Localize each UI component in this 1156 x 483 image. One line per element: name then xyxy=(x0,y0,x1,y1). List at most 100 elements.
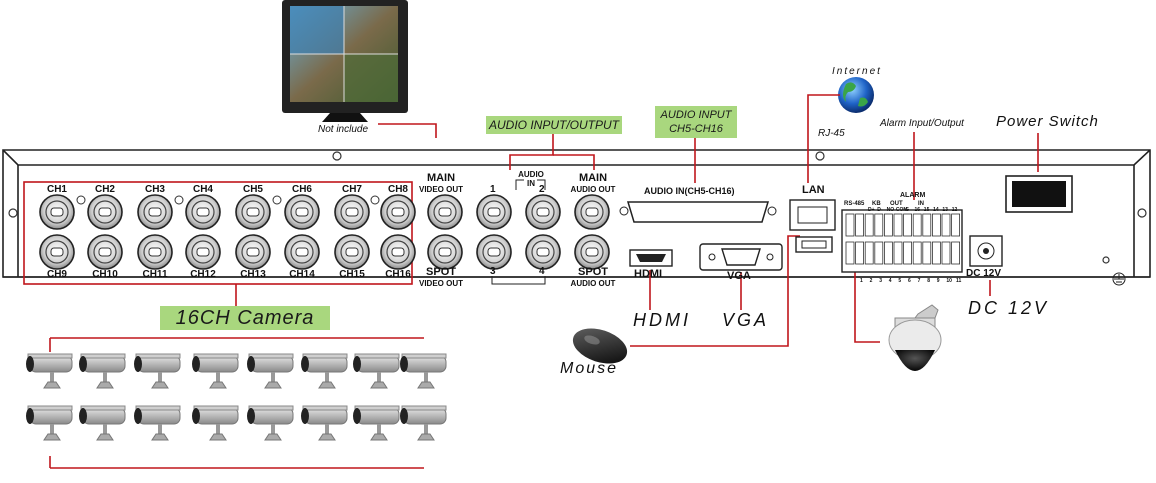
bullet-camera-3 xyxy=(134,353,181,389)
bullet-camera-7 xyxy=(353,353,400,389)
alarm-terminal xyxy=(922,213,932,237)
bullet-camera-2 xyxy=(79,353,126,389)
alarm-terminal xyxy=(932,241,941,265)
bnc-audio-in-4 xyxy=(525,234,561,270)
bullet-camera-15 xyxy=(353,405,400,441)
channel-label-ch14: CH14 xyxy=(289,269,315,280)
lan-port xyxy=(789,199,836,231)
bnc-ch16 xyxy=(380,234,416,270)
bnc-ch11 xyxy=(137,234,173,270)
bnc-ch5 xyxy=(235,194,271,230)
alarm-terminal xyxy=(951,213,960,237)
alarm-terminal xyxy=(874,213,884,237)
alarm-out-label: OUT xyxy=(890,201,903,207)
audio-in-line2: IN xyxy=(527,179,535,188)
channel-label-ch11: CH11 xyxy=(142,269,168,280)
bullet-camera-10 xyxy=(79,405,126,441)
channel-label-ch13: CH13 xyxy=(240,269,266,280)
bullet-camera-5 xyxy=(247,353,294,389)
audio-in-label: AUDIO IN xyxy=(516,170,546,188)
bullet-camera-6 xyxy=(301,353,348,389)
audio-brackets xyxy=(491,179,546,285)
mouse-icon xyxy=(572,328,628,364)
bullet-camera-12 xyxy=(192,405,239,441)
bnc-ch8 xyxy=(380,194,416,230)
dc-power-jack xyxy=(969,235,1003,267)
alarm-pin-label: D- xyxy=(877,207,883,213)
internet-globe-icon xyxy=(838,77,874,113)
bnc-ch13 xyxy=(235,234,271,270)
alarm-bottom-number: 1 xyxy=(860,278,863,284)
alarm-terminal xyxy=(864,241,874,265)
audio-num-4: 4 xyxy=(539,266,545,277)
alarm-terminal xyxy=(903,241,912,265)
bnc-ch12 xyxy=(185,234,221,270)
connection-lines xyxy=(23,94,1039,469)
channel-label-ch12: CH12 xyxy=(190,269,216,280)
hdmi-port xyxy=(629,249,673,267)
bnc-ch10 xyxy=(87,234,123,270)
alarm-label: ALARM xyxy=(900,192,926,199)
mouse-label: Mouse xyxy=(560,360,619,377)
ptz-dome-camera-icon xyxy=(888,304,942,371)
power-switch xyxy=(1005,175,1073,213)
alarm-terminal xyxy=(932,213,941,237)
channel-label-ch5: CH5 xyxy=(242,184,263,195)
not-include-label: Not include xyxy=(318,124,369,135)
bnc-spot-audio-out xyxy=(574,234,610,270)
spot-video-line2: VIDEO OUT xyxy=(418,279,463,288)
bnc-ch2 xyxy=(87,194,123,230)
monitor-icon xyxy=(282,0,408,122)
alarm-terminal-block xyxy=(841,209,963,273)
alarm-pin-label: D+ xyxy=(868,207,875,213)
bnc-ch9 xyxy=(39,234,75,270)
alarm-terminal xyxy=(951,241,960,265)
ground-icon xyxy=(1112,272,1126,286)
bnc-ch3 xyxy=(137,194,173,230)
bullet-camera-11 xyxy=(134,405,181,441)
vga-port xyxy=(699,243,783,271)
main-video-line1: MAIN xyxy=(426,172,456,184)
alarm-terminal xyxy=(941,241,951,265)
camera-grid xyxy=(26,353,447,441)
alarm-pin-label: 13 xyxy=(942,207,948,213)
main-audio-line1: MAIN xyxy=(578,172,608,184)
vga-big-label: VGA xyxy=(722,310,770,330)
alarm-terminal xyxy=(845,241,855,265)
alarm-terminal xyxy=(912,213,922,237)
alarm-pin-label: COM xyxy=(895,207,908,213)
spot-audio-line1: SPOT xyxy=(578,266,608,278)
bnc-main-video-out xyxy=(427,194,463,230)
alarm-terminal xyxy=(903,213,912,237)
audio-in-ch-label: AUDIO IN(CH5-CH16) xyxy=(644,186,735,196)
bnc-main-audio-out xyxy=(574,194,610,230)
alarm-terminal xyxy=(855,241,864,265)
power-switch-label: Power Switch xyxy=(996,113,1099,130)
audio-db-connector xyxy=(619,201,777,223)
spot-video-line1: SPOT xyxy=(426,266,456,278)
alarm-bottom-number: 9 xyxy=(936,278,940,284)
bullet-camera-16 xyxy=(400,405,447,441)
alarm-pin-label: NO xyxy=(886,207,895,213)
bnc-ch1 xyxy=(39,194,75,230)
bnc-ch7 xyxy=(334,194,370,230)
alarm-bottom-number: 3 xyxy=(879,278,882,284)
alarm-terminal xyxy=(912,241,922,265)
channel-label-ch6: CH6 xyxy=(291,184,312,195)
channel-label-ch9: CH9 xyxy=(46,269,67,280)
channel-label-ch8: CH8 xyxy=(387,184,408,195)
alarm-io-label: Alarm Input/Output xyxy=(880,118,964,129)
audio-ch-line1: AUDIO INPUT xyxy=(660,109,732,121)
audio-num-3: 3 xyxy=(490,266,496,277)
alarm-terminal xyxy=(845,213,855,237)
lan-label: LAN xyxy=(802,184,825,196)
bnc-ch15 xyxy=(334,234,370,270)
rj45-label: RJ-45 xyxy=(818,128,845,139)
channel-label-ch2: CH2 xyxy=(94,184,115,195)
alarm-bottom-number: 4 xyxy=(888,278,892,284)
spot-audio-line2: AUDIO OUT xyxy=(570,279,616,288)
camera-banner: 16CH Camera xyxy=(160,306,330,330)
audio-io-banner: AUDIO INPUT/OUTPUT xyxy=(486,116,622,134)
alarm-terminal xyxy=(855,213,864,237)
